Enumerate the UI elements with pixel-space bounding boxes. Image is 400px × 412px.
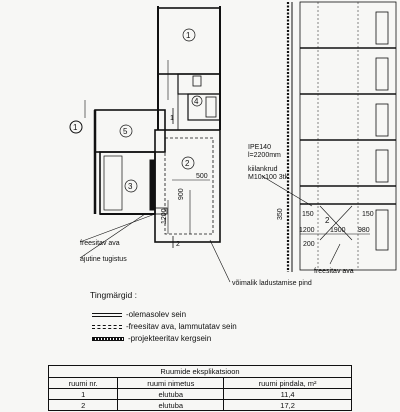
note-free-opening-left: freesitav ava [80, 240, 120, 247]
table-header: ruumi pindala, m² [223, 377, 352, 389]
legend-title: Tingmärgid : [90, 290, 137, 300]
note-free-opening-right: freesitav ava [314, 268, 354, 275]
note-bolt: M10x100 3tk. [248, 174, 290, 181]
dim-150-top: 150 [302, 211, 314, 218]
dim-1200-left: 1200 [299, 227, 315, 234]
dim-500: 500 [196, 173, 208, 180]
table-row: 1 elutuba 11,4 [47, 388, 352, 400]
dim-980: 980 [358, 227, 370, 234]
table-header: ruumi nimetus [117, 377, 225, 389]
dim-350: 350 [277, 208, 284, 220]
legend-item-label: -freesitav ava, lammutatav sein [126, 322, 237, 331]
room-label-1: 1 [186, 31, 191, 40]
note-anchor: kiilankrud [248, 166, 278, 173]
dim-section-1: 1 [170, 115, 174, 122]
table-cell: 11,4 [223, 388, 352, 400]
note-temp-support: ajutine tugistus [80, 256, 127, 263]
legend-item-label: -olemasolev sein [126, 310, 187, 319]
legend-item-new-wall: -projekteeritav kergsein [92, 334, 211, 343]
room-label-4: 4 [194, 97, 199, 106]
section-marker-label: 1 [73, 123, 78, 132]
legend-item-removed-wall: -freesitav ava, lammutatav sein [92, 322, 237, 331]
section-room-2: 2 [325, 216, 330, 225]
note-ipe140: IPE140 [248, 144, 271, 151]
dim-section-2: 2 [176, 241, 180, 248]
removed-wall-swatch [92, 324, 122, 329]
dim-1900: 1900 [330, 227, 346, 234]
room-label-2: 2 [185, 159, 190, 168]
legend-item-label: -projekteeritav kergsein [128, 334, 212, 343]
table-header-row: ruumi nr. ruumi nimetus ruumi pindala, m… [47, 377, 352, 389]
table-caption: Ruumide eksplikatsioon [48, 365, 352, 377]
table-cell: 2 [47, 399, 119, 411]
dim-1200: 1200 [161, 208, 168, 224]
table-cell: elutuba [117, 399, 225, 411]
legend-item-existing-wall: -olemasolev sein [92, 310, 186, 319]
dim-200: 200 [303, 241, 315, 248]
section-elevation [261, 1, 397, 272]
dim-900: 900 [178, 188, 185, 200]
room-schedule-table: Ruumide eksplikatsioon ruumi nr. ruumi n… [47, 365, 352, 411]
table-cell: 1 [47, 388, 119, 400]
table-row: 2 elutuba 17,2 [47, 399, 352, 411]
floor-plan [69, 6, 231, 283]
note-length: l=2200mm [248, 152, 281, 159]
existing-wall-swatch [92, 312, 122, 317]
note-loading-area: võimalik ladustamise pind [232, 280, 312, 287]
room-label-3: 3 [128, 182, 133, 191]
room-label-5: 5 [123, 127, 128, 136]
table-cell: elutuba [117, 388, 225, 400]
dim-150-right: 150 [362, 211, 374, 218]
new-wall-swatch [92, 336, 124, 341]
table-cell: 17,2 [223, 399, 352, 411]
table-header: ruumi nr. [47, 377, 119, 389]
